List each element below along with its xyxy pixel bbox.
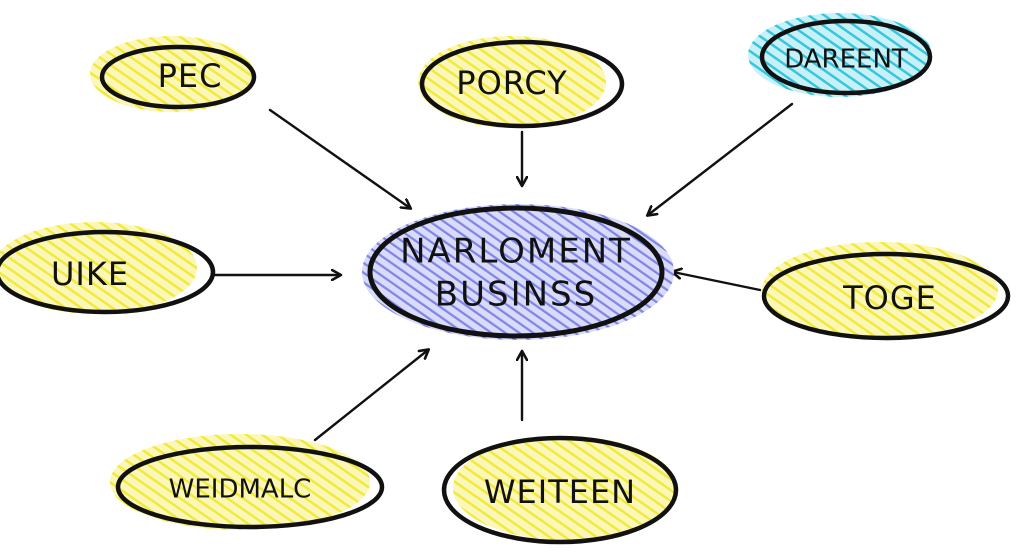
node-label-dareent: DAREENT — [784, 45, 908, 75]
connectors — [213, 102, 794, 442]
node-weidmalc: WEIDMALC — [110, 434, 385, 530]
center-node: NARLOMENT BUSINSS — [362, 204, 674, 340]
node-label-weidmalc: WEIDMALC — [169, 475, 312, 505]
node-label-pec: PEC — [158, 57, 223, 95]
node-label-porcy: PORCY — [456, 64, 567, 102]
arrow-toge — [673, 272, 762, 292]
node-dareent: DAREENT — [748, 13, 933, 97]
node-uike: UIKE — [0, 222, 216, 315]
node-toge: TOGE — [761, 242, 1011, 341]
node-label-weiteen: WEITEEN — [484, 473, 636, 511]
arrow-pec — [268, 108, 410, 208]
node-label-toge: TOGE — [842, 279, 937, 317]
arrow-weidmalc — [313, 350, 428, 442]
node-weiteen: WEITEEN — [441, 435, 679, 545]
center-label-line1: NARLOMENT — [400, 232, 632, 272]
node-porcy: PORCY — [418, 36, 625, 129]
node-label-uike: UIKE — [51, 255, 129, 293]
arrow-dareent — [648, 102, 794, 215]
node-pec: PEC — [90, 36, 257, 112]
center-label-line2: BUSINSS — [435, 275, 597, 315]
